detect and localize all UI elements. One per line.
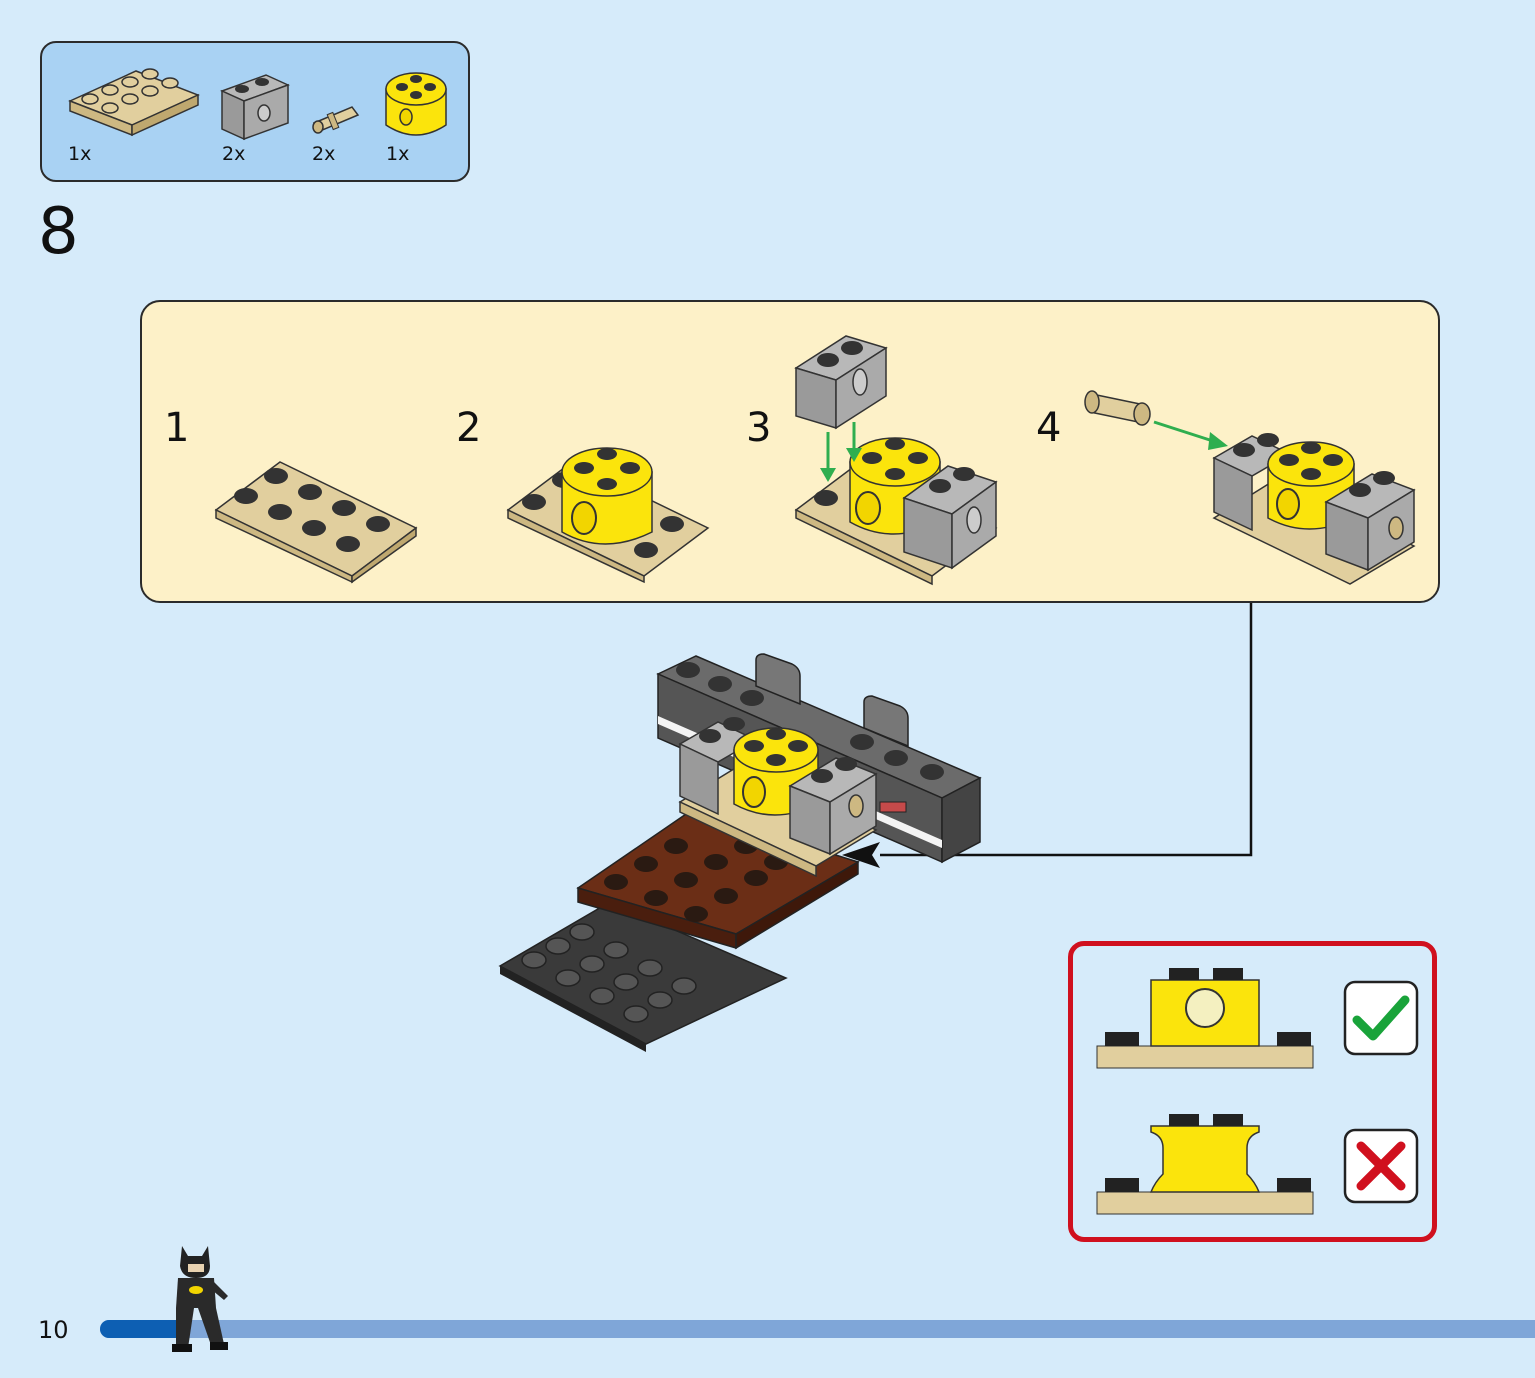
cross-icon (1343, 1128, 1419, 1204)
substep-label-3: 3 (746, 405, 772, 451)
parts-list-box: 1x 2x 2x 1x (40, 41, 470, 182)
substep-3-illustration (794, 335, 998, 586)
gray-technic-brick-icon (220, 74, 290, 141)
substep-label-2: 2 (456, 405, 482, 451)
part-qty: 2x (222, 143, 246, 165)
orientation-check-panel (1068, 941, 1437, 1242)
check-icon (1343, 980, 1419, 1056)
correct-orientation-illustration (1096, 968, 1314, 1069)
main-model-illustration (498, 653, 982, 1052)
substeps-panel: 1 2 3 4 (140, 300, 1440, 603)
part-qty: 2x (312, 143, 336, 165)
wrong-orientation-illustration (1096, 1114, 1314, 1215)
part-qty: 1x (68, 143, 92, 165)
substep-1-illustration (214, 461, 418, 584)
tan-plate-2x4-icon (68, 68, 200, 137)
progress-fill (100, 1320, 187, 1338)
arrowhead-icon (842, 842, 880, 868)
step-number: 8 (38, 195, 79, 269)
page-number: 10 (38, 1316, 69, 1344)
yellow-round-brick-icon (385, 72, 447, 136)
batman-minifigure-icon (172, 1246, 228, 1352)
part-qty: 1x (386, 143, 410, 165)
substep-label-4: 4 (1036, 405, 1062, 451)
substep-4-illustration (1084, 390, 1416, 585)
substep-label-1: 1 (164, 405, 190, 451)
tan-technic-pin-icon (312, 106, 360, 134)
substep-2-illustration (506, 447, 710, 584)
progress-track (100, 1320, 1535, 1338)
